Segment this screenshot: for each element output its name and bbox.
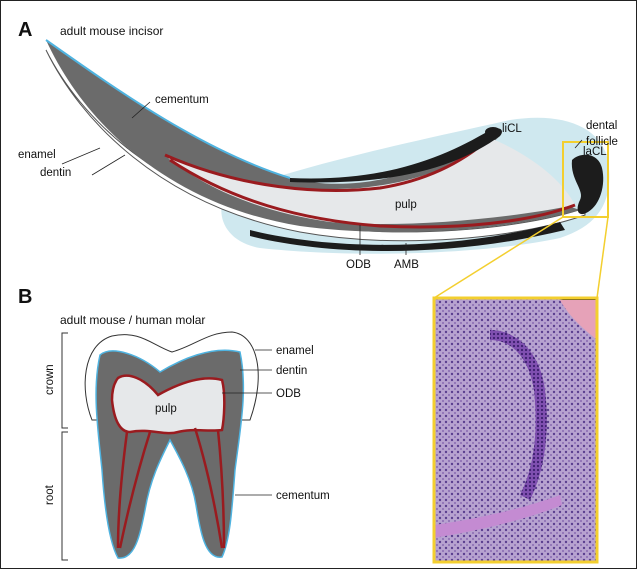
panel-b-title: adult mouse / human molar bbox=[60, 313, 205, 327]
label-licl: liCL bbox=[502, 123, 522, 135]
zoom-line-right bbox=[597, 217, 608, 298]
root-bracket bbox=[62, 432, 68, 560]
label-dentin: dentin bbox=[40, 167, 71, 179]
label-cementum: cementum bbox=[155, 94, 209, 106]
label-root: root bbox=[44, 484, 56, 505]
label-b-pulp: pulp bbox=[155, 403, 177, 415]
label-b-cementum: cementum bbox=[276, 490, 330, 502]
label-amb: AMB bbox=[394, 259, 419, 271]
label-lacl: laCL bbox=[583, 146, 607, 158]
panel-a-title: adult mouse incisor bbox=[60, 24, 163, 38]
label-enamel: enamel bbox=[18, 149, 56, 161]
label-pulp: pulp bbox=[395, 199, 417, 211]
crown-bracket bbox=[62, 333, 68, 428]
label-b-dentin: dentin bbox=[276, 365, 307, 377]
histology-inset bbox=[434, 298, 597, 562]
label-b-odb: ODB bbox=[276, 388, 301, 400]
licl-tip bbox=[485, 127, 501, 137]
label-b-enamel: enamel bbox=[276, 345, 314, 357]
label-dental: dental bbox=[586, 120, 617, 132]
panel-a-letter: A bbox=[18, 19, 32, 41]
panel-b-letter: B bbox=[18, 286, 32, 308]
label-odb: ODB bbox=[346, 259, 371, 271]
label-crown: crown bbox=[44, 364, 56, 395]
